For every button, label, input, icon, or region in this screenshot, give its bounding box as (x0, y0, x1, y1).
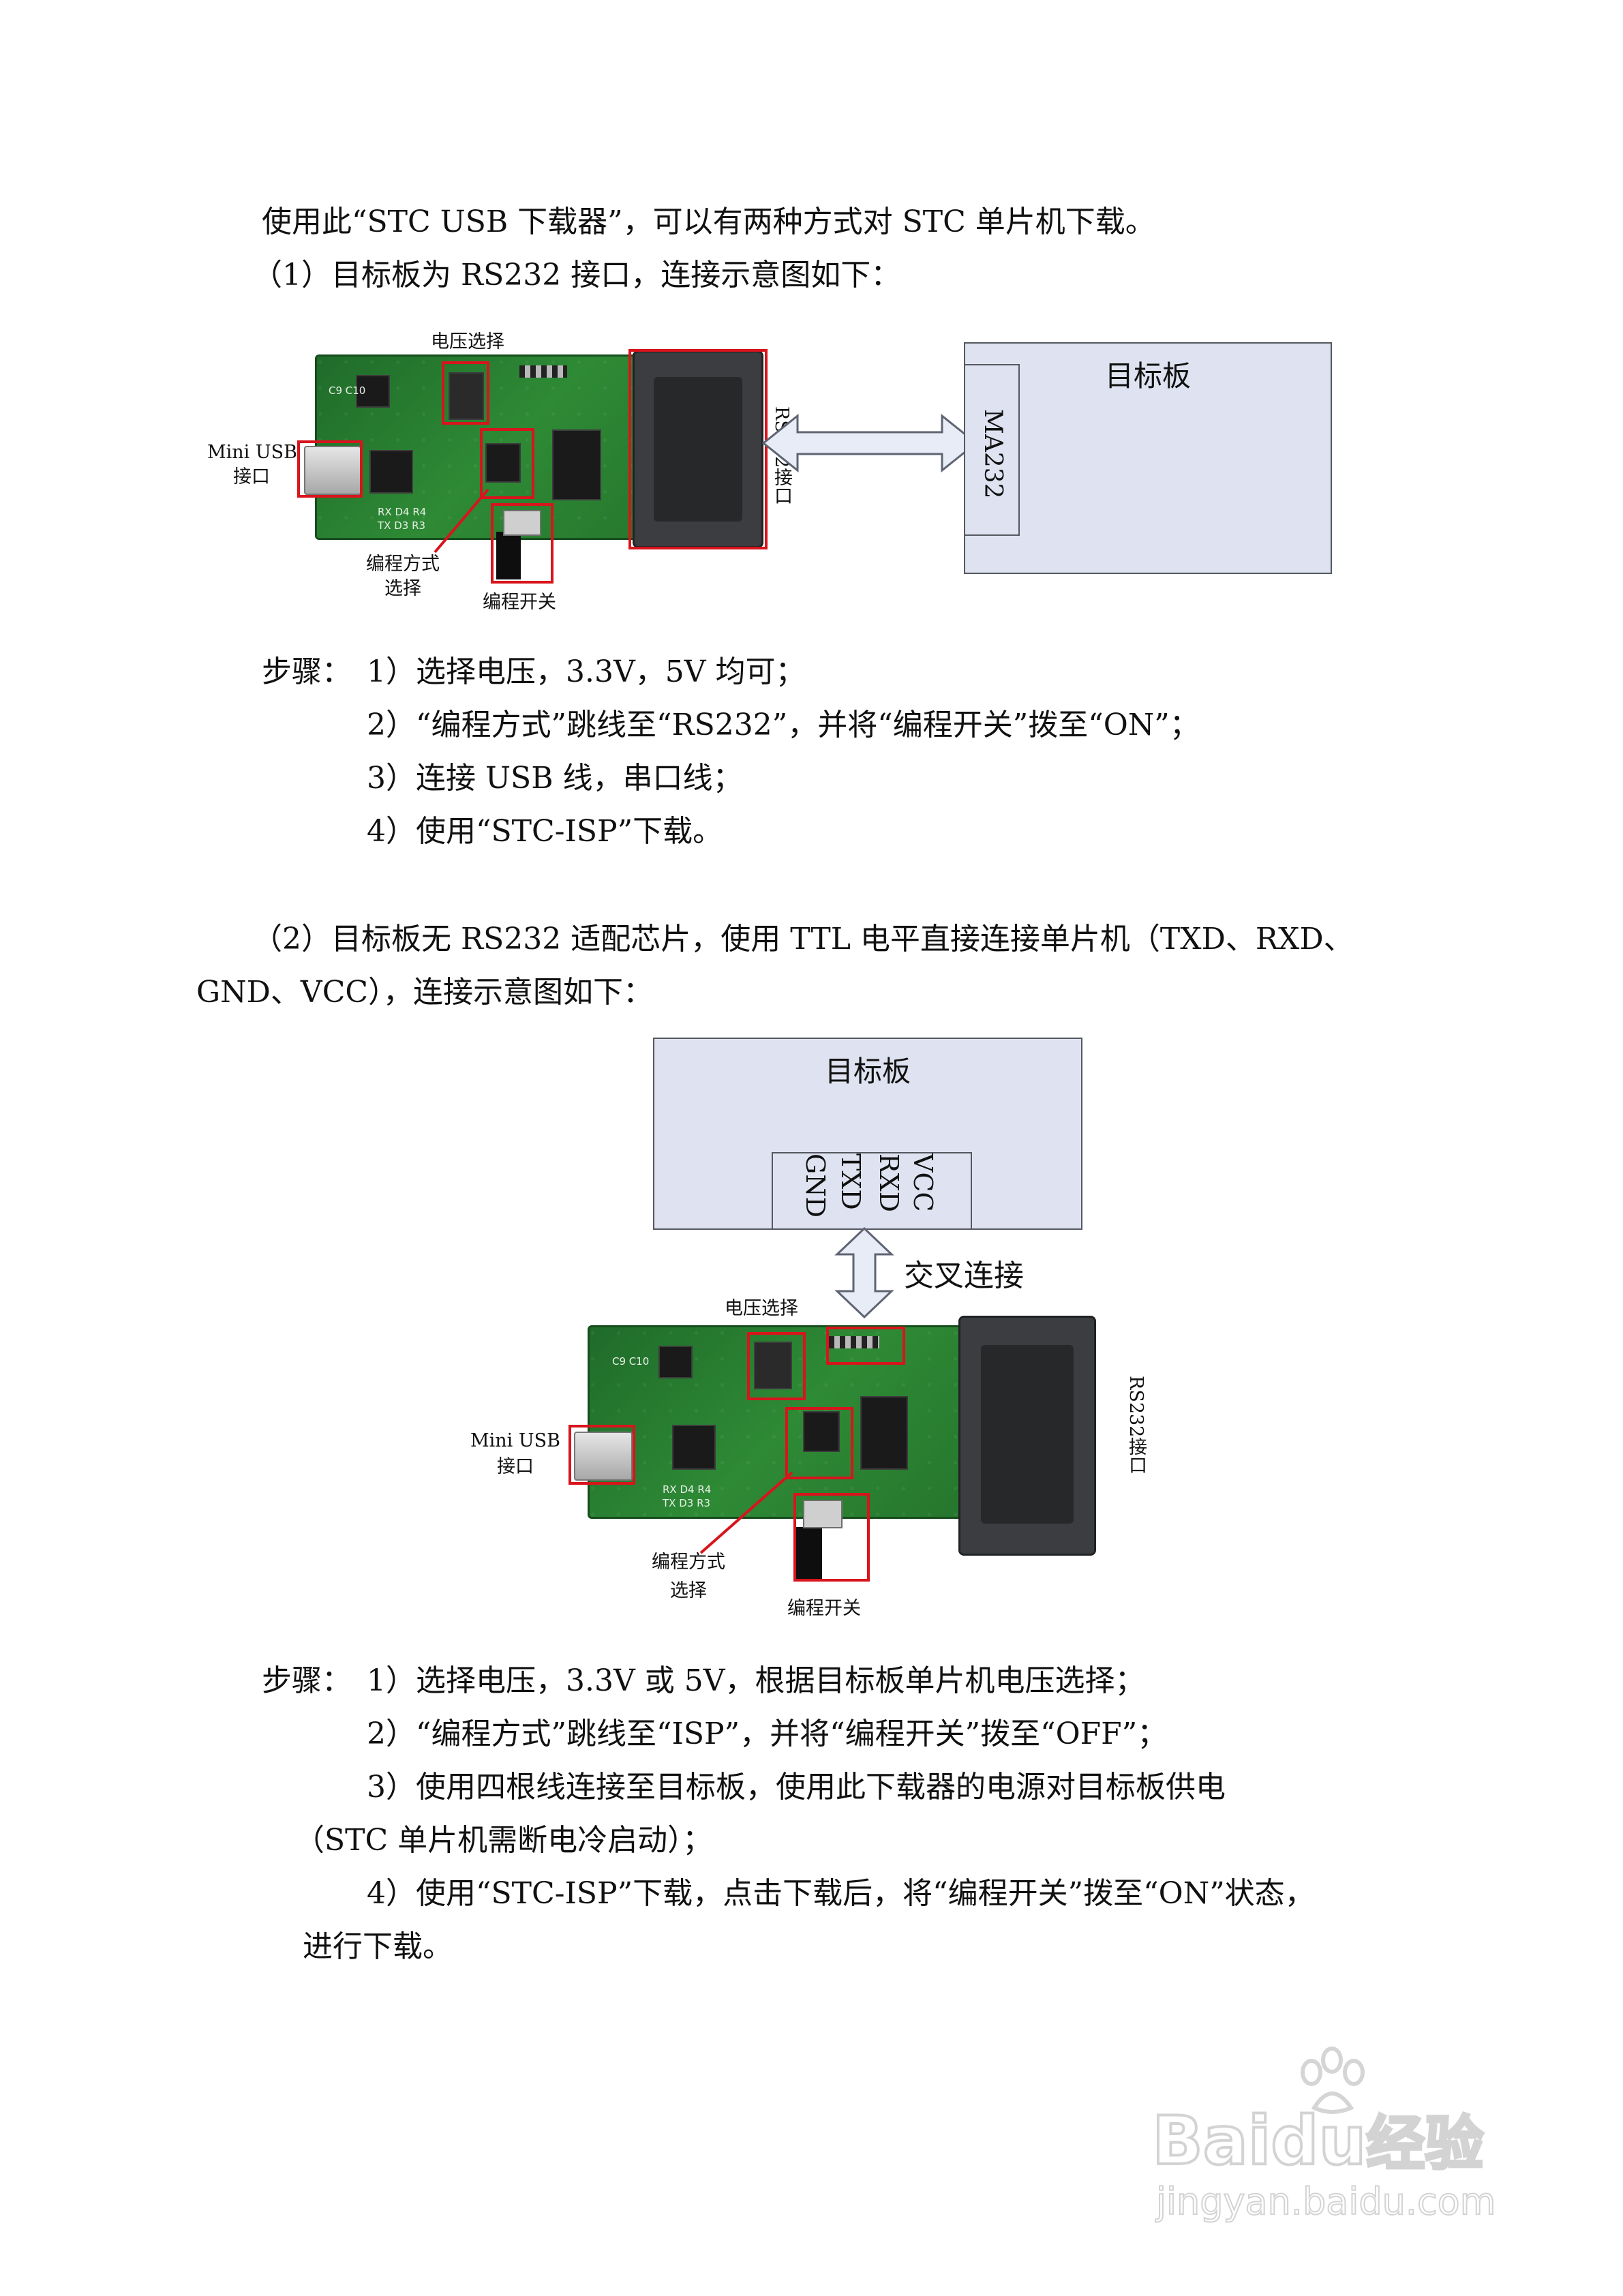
mini-usb-port-2 (574, 1432, 633, 1481)
label-prog-switch: 编程开关 (483, 592, 556, 613)
watermark-brand-cn: 经验 (1365, 2109, 1485, 2179)
section2-heading-1: （2）目标板无 RS232 适配芯片，使用 TTL 电平直接连接单片机（TXD、… (252, 922, 1354, 956)
switch-lever (496, 532, 521, 579)
section2-step-3: 3）使用四根线连接至目标板，使用此下载器的电源对目标板供电 (367, 1770, 1226, 1804)
voltage-jumper-2 (754, 1342, 792, 1389)
voltage-select-highlight (442, 361, 489, 425)
silkscreen-tx: TX D3 R3 (378, 519, 426, 532)
isp-chip (485, 443, 521, 483)
label-mode-select-4: 选择 (670, 1580, 707, 1601)
watermark-url: jingyan.baidu.com (1155, 2179, 1496, 2224)
voltage-jumper (449, 372, 484, 420)
silkscreen-c9-2: C9 C10 (612, 1355, 650, 1368)
intro-text: 使用此“STC USB 下载器”，可以有两种方式对 STC 单片机下载。 (262, 205, 1155, 239)
target-board-title: 目标板 (1104, 359, 1191, 393)
switch-lever-2 (795, 1527, 822, 1582)
prog-switch-highlight (491, 503, 553, 584)
pin-gnd: GND (800, 1153, 830, 1218)
section2-step-1: 1）选择电压，3.3V 或 5V，根据目标板单片机电压选择； (367, 1663, 1145, 1698)
pin-rxd: RXD (874, 1153, 904, 1213)
regulator-chip (356, 375, 390, 408)
mode-select-highlight-2 (785, 1407, 853, 1479)
db9-connector-2 (958, 1316, 1096, 1556)
isp-chip-2 (803, 1411, 840, 1452)
silkscreen-c9: C9 C10 (329, 384, 366, 397)
max232-chip-2 (860, 1396, 908, 1470)
cross-connect-label: 交叉连接 (904, 1258, 1024, 1293)
pin-txd: TXD (836, 1153, 866, 1210)
header-pins-highlight (826, 1327, 905, 1365)
usb-chip (369, 450, 413, 494)
section1-step-4: 4）使用“STC-ISP”下载。 (367, 814, 723, 849)
section1-step-1: 1）选择电压，3.3V，5V 均可； (367, 654, 806, 689)
target-board-title-2: 目标板 (824, 1055, 911, 1088)
label-rs232-port-2: RS232接口 (1125, 1376, 1147, 1475)
label-voltage-select-2: 电压选择 (725, 1298, 798, 1319)
usb-port-highlight (297, 440, 363, 498)
watermark-brand-suffix: du (1269, 2102, 1367, 2180)
paw-logo-icon (1301, 2046, 1365, 2114)
label-mini-usb: Mini USB (207, 442, 297, 463)
section2-step-4-cont: 进行下载。 (303, 1929, 453, 1964)
label-prog-switch-2: 编程开关 (787, 1598, 861, 1619)
section1-step-2: 2）“编程方式”跳线至“RS232”，并将“编程开关”拨至“ON”； (367, 708, 1200, 742)
switch-body (503, 510, 541, 536)
section1-heading: （1）目标板为 RS232 接口，连接示意图如下： (252, 258, 901, 292)
label-usb-port: 接口 (233, 466, 270, 487)
regulator-chip-2 (658, 1346, 693, 1378)
label-voltage-select: 电压选择 (431, 331, 504, 352)
cross-connect-arrow (834, 1227, 894, 1318)
prog-switch-highlight-2 (793, 1493, 870, 1582)
label-mode-select: 编程方式 (366, 554, 440, 575)
target-chip-label: MA232 (979, 409, 1007, 499)
usb-port-highlight-2 (568, 1425, 635, 1485)
silkscreen-rx-2: RX D4 R4 (663, 1483, 712, 1496)
usb-chip-2 (672, 1425, 716, 1470)
label-mini-usb-2: Mini USB (470, 1430, 560, 1451)
section2-steps-prefix: 步骤： (262, 1663, 352, 1698)
target-board-box-2: 目标板 VCC RXD TXD GND (653, 1038, 1082, 1230)
mode-select-highlight (480, 428, 534, 499)
section2-heading-2: GND、VCC），连接示意图如下： (196, 975, 654, 1010)
silkscreen-tx-2: TX D3 R3 (663, 1497, 711, 1509)
label-mode-select-3: 编程方式 (652, 1552, 725, 1573)
watermark-brand-prefix: Bai (1151, 2102, 1272, 2180)
header-pins-2 (829, 1336, 879, 1348)
section1-step-3: 3）连接 USB 线，串口线； (367, 761, 743, 796)
max232-chip (552, 429, 601, 500)
label-usb-port-2: 接口 (497, 1456, 534, 1477)
section1-steps-prefix: 步骤： (262, 654, 352, 689)
section2-step-4: 4）使用“STC-ISP”下载，点击下载后，将“编程开关”拨至“ON”状态， (367, 1876, 1315, 1911)
section2-step-2: 2）“编程方式”跳线至“ISP”，并将“编程开关”拨至“OFF”； (367, 1717, 1168, 1751)
rs232-port-highlight (628, 349, 768, 549)
switch-body-2 (803, 1500, 843, 1528)
target-board-box: 目标板 MA232 (964, 342, 1332, 574)
pin-vcc: VCC (908, 1153, 938, 1212)
target-chip-box: MA232 (965, 364, 1020, 536)
voltage-select-highlight-2 (747, 1332, 806, 1400)
watermark-brand: Baidu经验 (1151, 2102, 1485, 2181)
baidu-watermark: Baidu经验 jingyan.baidu.com (1151, 2045, 1520, 2224)
header-pins (519, 365, 567, 378)
silkscreen-rx: RX D4 R4 (378, 506, 427, 518)
label-mode-select-2: 选择 (384, 578, 421, 599)
section2-step-3-cont: （STC 单片机需断电冷启动）； (294, 1823, 713, 1858)
target-pin-box (772, 1152, 972, 1228)
